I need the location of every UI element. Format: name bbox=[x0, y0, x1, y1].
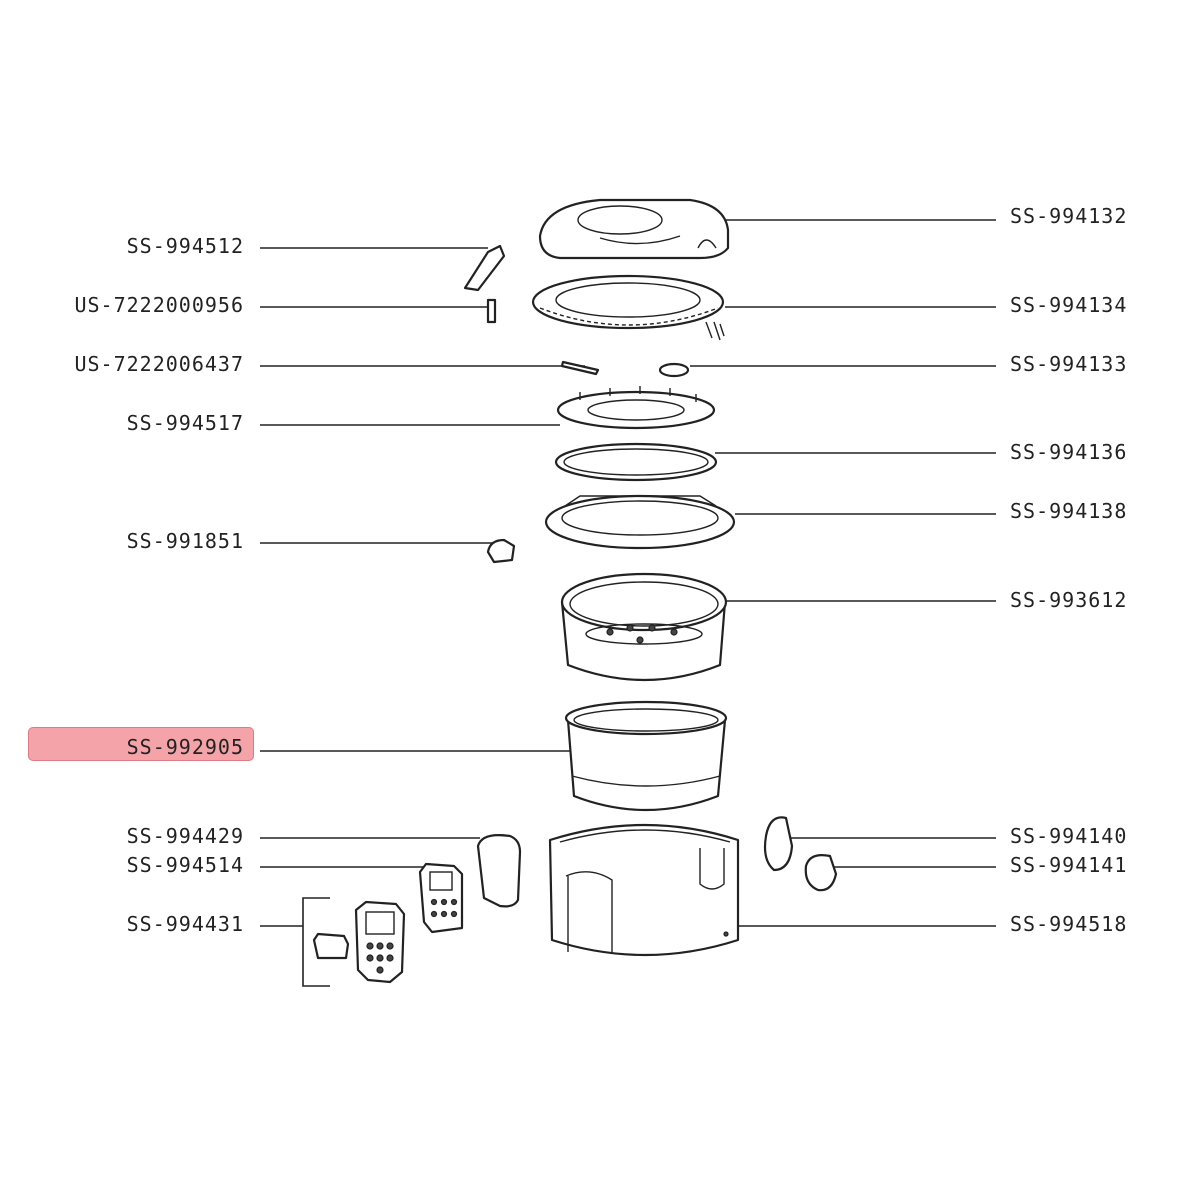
part-label-7222000956[interactable]: US-7222000956 bbox=[74, 293, 244, 317]
side-handle-cap-part bbox=[804, 854, 838, 892]
leader-lines-left bbox=[260, 247, 585, 987]
part-label-994518[interactable]: SS-994518 bbox=[1010, 912, 1128, 936]
side-handle-part bbox=[763, 816, 794, 872]
control-board-part bbox=[418, 862, 464, 934]
inner-pot-part bbox=[564, 700, 728, 812]
leader-lines-right bbox=[690, 219, 996, 927]
part-label-994512[interactable]: SS-994512 bbox=[126, 234, 244, 258]
part-label-994138[interactable]: SS-994138 bbox=[1010, 499, 1128, 523]
valve-seal-part bbox=[658, 362, 690, 378]
part-label-994517[interactable]: SS-994517 bbox=[126, 411, 244, 435]
control-panel-part bbox=[312, 900, 406, 984]
part-label-7222006437[interactable]: US-7222006437 bbox=[74, 352, 244, 376]
part-label-991851[interactable]: SS-991851 bbox=[126, 529, 244, 553]
control-cover-part bbox=[476, 834, 522, 908]
part-label-993612[interactable]: SS-993612 bbox=[1010, 588, 1128, 612]
part-label-994431[interactable]: SS-994431 bbox=[126, 912, 244, 936]
screw-part bbox=[486, 298, 497, 324]
sealing-ring-part bbox=[544, 494, 736, 550]
selected-part-highlight bbox=[28, 727, 254, 761]
pin-part bbox=[560, 360, 600, 376]
gasket-part bbox=[554, 442, 718, 482]
part-label-994132[interactable]: SS-994132 bbox=[1010, 204, 1128, 228]
lid-cover-part bbox=[538, 198, 730, 260]
part-label-994140[interactable]: SS-994140 bbox=[1010, 824, 1128, 848]
part-label-994141[interactable]: SS-994141 bbox=[1010, 853, 1128, 877]
part-label-992905-selected[interactable]: SS-992905 bbox=[126, 735, 244, 759]
part-label-994514[interactable]: SS-994514 bbox=[126, 853, 244, 877]
part-label-994133[interactable]: SS-994133 bbox=[1010, 352, 1128, 376]
part-label-994136[interactable]: SS-994136 bbox=[1010, 440, 1128, 464]
lid-ring-part bbox=[531, 274, 725, 341]
small-clip-part bbox=[486, 538, 516, 564]
steam-basket-part bbox=[560, 572, 728, 682]
part-label-994134[interactable]: SS-994134 bbox=[1010, 293, 1128, 317]
part-label-994429[interactable]: SS-994429 bbox=[126, 824, 244, 848]
handle-clip-part bbox=[463, 244, 506, 292]
base-housing-part bbox=[548, 823, 740, 957]
inner-plate-part bbox=[556, 386, 716, 430]
